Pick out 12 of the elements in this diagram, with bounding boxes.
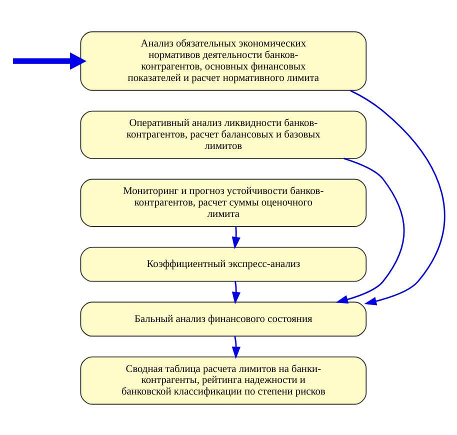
node-box: Коэффициентный экспресс-анализ	[80, 246, 367, 282]
node-box: Сводная таблица расчета лимитов на банки-контрагенты, рейтинга надежности и банковской классификации по степени рисков	[80, 356, 367, 404]
arrow	[336, 157, 405, 304]
arrow	[13, 52, 87, 70]
node-box: Бальный анализ финансового состояния	[80, 301, 367, 336]
arrow	[232, 336, 240, 359]
arrow	[232, 280, 240, 304]
node-box: Оперативный анализ ликвидности банков-контрагентов, расчет балансовых и базовых лимитов	[80, 110, 367, 158]
node-box: Мониторинг и прогноз устойчивости банков-контрагентов, расчет суммы оценочного лимита	[80, 178, 367, 226]
arrow	[232, 226, 240, 249]
node-box: Анализ обязательных экономических нормативов деятельности банков-контрагентов, основных финансовых показателей и расчет нормативного лимита	[80, 30, 367, 90]
arrow	[350, 89, 446, 305]
